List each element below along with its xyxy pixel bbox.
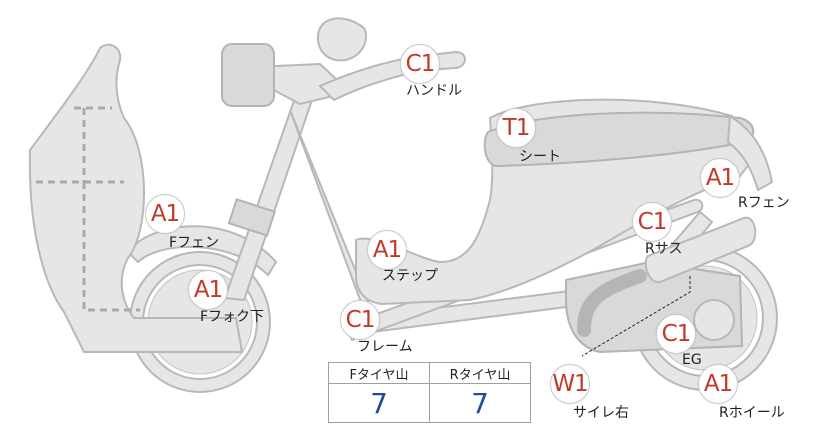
part-label-frame: フレーム [357,339,413,355]
front-tread-header: Fタイヤ山 [328,362,430,384]
part-code-frame[interactable]: C1 [340,300,380,340]
rear-suspension-shape [644,216,757,284]
part-code-r-suspension[interactable]: C1 [632,202,672,242]
part-label-engine: EG [682,352,702,368]
tire-tread-table: Fタイヤ山 Rタイヤ山 7 7 [328,362,531,423]
part-label-r-suspension: Rサス [645,241,683,257]
part-label-r-wheel: Rホイール [719,405,785,421]
rear-tread-value[interactable]: 7 [429,383,531,423]
part-label-r-fender: Rフェン [738,195,790,211]
part-code-r-wheel[interactable]: A1 [698,364,738,404]
part-label-handle: ハンドル [406,83,462,99]
part-label-f-fork-lower: Fフォク下 [200,309,265,325]
part-code-step[interactable]: A1 [367,230,407,270]
part-code-handle[interactable]: C1 [400,44,440,84]
part-code-f-fender[interactable]: A1 [145,194,185,234]
part-code-tire-wall-right[interactable]: W1 [550,364,590,404]
headlight-shape [221,43,275,107]
part-code-seat[interactable]: T1 [496,108,536,148]
front-tread-value[interactable]: 7 [328,383,430,423]
part-code-r-fender[interactable]: A1 [700,158,740,198]
part-code-engine[interactable]: C1 [656,314,696,354]
rear-tread-header: Rタイヤ山 [429,362,531,384]
mirror-shape [316,17,367,62]
rear-fender-shape [726,114,774,192]
part-label-step: ステップ [382,268,438,284]
part-label-tire-wall-right: サイレ右 [573,405,629,421]
part-code-f-fork-lower[interactable]: A1 [188,270,228,310]
part-label-f-fender: Fフェン [169,235,220,251]
part-label-seat: シート [519,149,561,165]
